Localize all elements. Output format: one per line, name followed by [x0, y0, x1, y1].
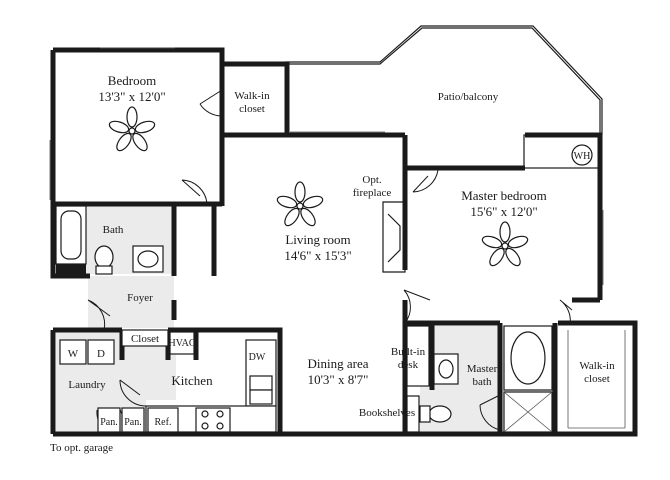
wh-label: WH [574, 151, 591, 162]
living-room-name: Living room [285, 232, 350, 247]
dining-area-name: Dining area [307, 356, 368, 371]
bookshelves-label: Bookshelves [359, 407, 415, 419]
kitchen-label: Kitchen [171, 373, 213, 388]
ceiling-fan-icon [276, 181, 324, 227]
sink-icon [433, 353, 459, 385]
patio-railing [285, 25, 603, 169]
built-in-desk-line1: Built-in [391, 346, 426, 358]
hvac-label: HVAC [168, 338, 195, 349]
bedroom-name: Bedroom [108, 73, 156, 88]
bedroom-size: 13'3" x 12'0" [98, 89, 165, 104]
sink-icon [132, 245, 164, 273]
master-bath-line2: bath [473, 376, 492, 388]
walkin-closet-1-line1: Walk-in [234, 90, 270, 102]
walkin-closet-1-line2: closet [239, 103, 265, 115]
fireplace-line1: Opt. [362, 174, 382, 186]
master-bedroom-name: Master bedroom [461, 188, 547, 203]
dw-label: DW [249, 352, 266, 363]
dryer-label: D [97, 348, 105, 360]
closet-label: Closet [131, 333, 159, 345]
hvac-box [169, 331, 195, 355]
patio-label: Patio/balcony [438, 91, 499, 103]
fireplace-line2: fireplace [353, 187, 392, 199]
built-in-desk [406, 325, 430, 387]
pantry-2-label: Pan. [124, 417, 142, 428]
ceiling-fan-icon [481, 221, 529, 267]
dryer [87, 339, 115, 365]
washer [59, 339, 87, 365]
walkin-closet-2-line2: closet [584, 373, 610, 385]
pantry-1-label: Pan. [100, 417, 118, 428]
refrigerator-label: Ref. [155, 417, 172, 428]
garage-note: To opt. garage [50, 442, 113, 454]
living-room-size: 14'6" x 15'3" [284, 248, 351, 263]
toilet-icon [94, 245, 114, 275]
fireplace-icon [382, 201, 406, 273]
master-bath-line1: Master [467, 363, 498, 375]
bathtub-icon [55, 205, 87, 274]
kitchen-sink-icon [249, 375, 273, 405]
refrigerator [147, 407, 179, 433]
walkin-closet-2-line1: Walk-in [579, 360, 615, 372]
foyer-label: Foyer [127, 292, 153, 304]
closet-box [121, 329, 169, 347]
water-heater-icon [571, 144, 593, 166]
bathtub-icon [503, 325, 553, 391]
laundry-label: Laundry [68, 379, 106, 391]
bookshelves [406, 395, 420, 433]
stove-icon [195, 407, 231, 433]
pantry-2 [121, 407, 145, 433]
built-in-desk-line2: desk [398, 359, 419, 371]
master-bedroom-size: 15'6" x 12'0" [470, 204, 537, 219]
toilet-icon [419, 405, 452, 423]
windows [49, 47, 604, 285]
bath-label: Bath [103, 224, 124, 236]
dining-area-size: 10'3" x 8'7" [308, 372, 369, 387]
pantry-1 [97, 407, 121, 433]
washer-label: W [68, 348, 79, 360]
shower-icon [503, 391, 553, 433]
ceiling-fan-icon [108, 106, 156, 152]
